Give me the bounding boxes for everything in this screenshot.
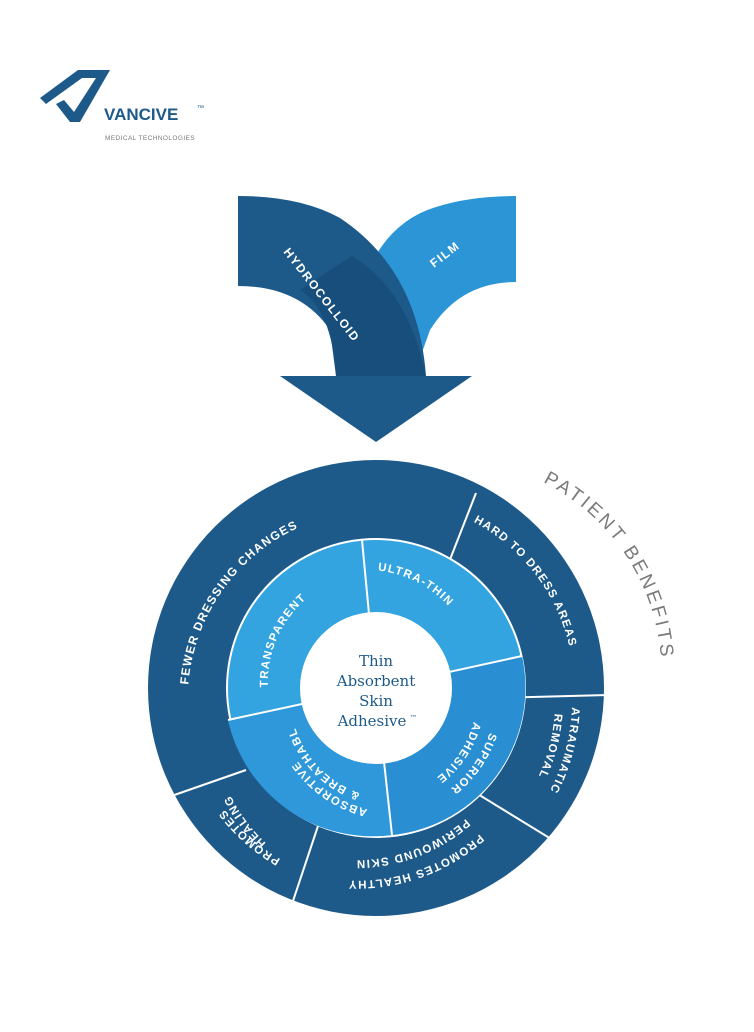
center-line-adhesive: Adhesive [337,712,407,730]
center-line-skin: Skin [359,692,393,710]
center-tm: ™ [410,714,417,722]
center-line-absorbent: Absorbent [336,672,416,690]
outer-divider [159,769,247,801]
vancive-logo: VANCIVE ™ MEDICAL TECHNOLOGIES [40,70,204,142]
logo-subtitle: MEDICAL TECHNOLOGIES [105,135,195,142]
inner-ring [227,539,526,837]
converging-arrows: HYDROCOLLOID FILM [238,196,516,442]
center-line-thin: Thin [359,652,393,670]
outer-divider [467,787,557,843]
logo-mark-icon [40,70,110,122]
logo-name: VANCIVE [104,105,178,124]
outer-divider [289,819,321,911]
logo-tm: ™ [197,105,204,112]
center-disc [300,612,452,764]
arrow-overlap [300,256,426,376]
center-label: Thin Absorbent Skin Adhesive ™ [336,652,417,730]
